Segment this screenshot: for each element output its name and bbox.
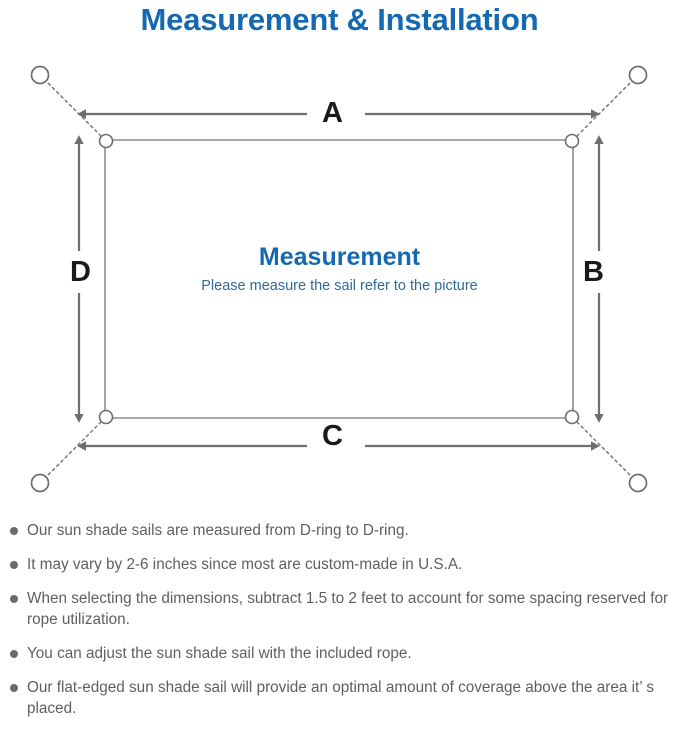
note-text: You can adjust the sun shade sail with t… [27,645,412,662]
d-ring-bottom-right-icon [564,409,580,425]
sail-rectangle [104,139,574,419]
list-item: Our sun shade sails are measured from D-… [0,520,679,541]
anchor-ring-top-right-icon [628,65,648,85]
dimension-label-a: A [322,97,343,129]
bullet-icon [10,650,18,658]
dimension-label-b: B [583,256,604,288]
list-item: You can adjust the sun shade sail with t… [0,643,679,664]
page-title: Measurement & Installation [140,2,539,37]
d-ring-top-right-icon [564,133,580,149]
notes-list: Our sun shade sails are measured from D-… [0,520,679,732]
list-item: When selecting the dimensions, subtract … [0,588,679,630]
rope-top-left [43,78,102,137]
anchor-ring-bottom-left-icon [30,473,50,493]
bullet-icon [10,684,18,692]
rope-bottom-right [576,421,635,480]
sail-measurement-diagram: A B C D Measurement Please measure the s… [0,48,679,510]
rope-top-right [576,78,635,137]
bullet-icon [10,561,18,569]
anchor-ring-top-left-icon [30,65,50,85]
diagram-svg [30,65,648,493]
d-ring-bottom-left-icon [98,409,114,425]
dimension-label-d: D [70,256,91,288]
list-item: Our flat-edged sun shade sail will provi… [0,677,679,719]
anchor-ring-bottom-right-icon [628,473,648,493]
d-ring-top-left-icon [98,133,114,149]
dimension-label-c: C [322,420,343,452]
rope-bottom-left [43,421,102,480]
bullet-icon [10,527,18,535]
list-item: It may vary by 2-6 inches since most are… [0,554,679,575]
note-text: It may vary by 2-6 inches since most are… [27,556,463,573]
bullet-icon [10,595,18,603]
note-text: Our sun shade sails are measured from D-… [27,522,409,539]
note-text: Our flat-edged sun shade sail will provi… [27,679,654,717]
note-text: When selecting the dimensions, subtract … [27,590,669,628]
